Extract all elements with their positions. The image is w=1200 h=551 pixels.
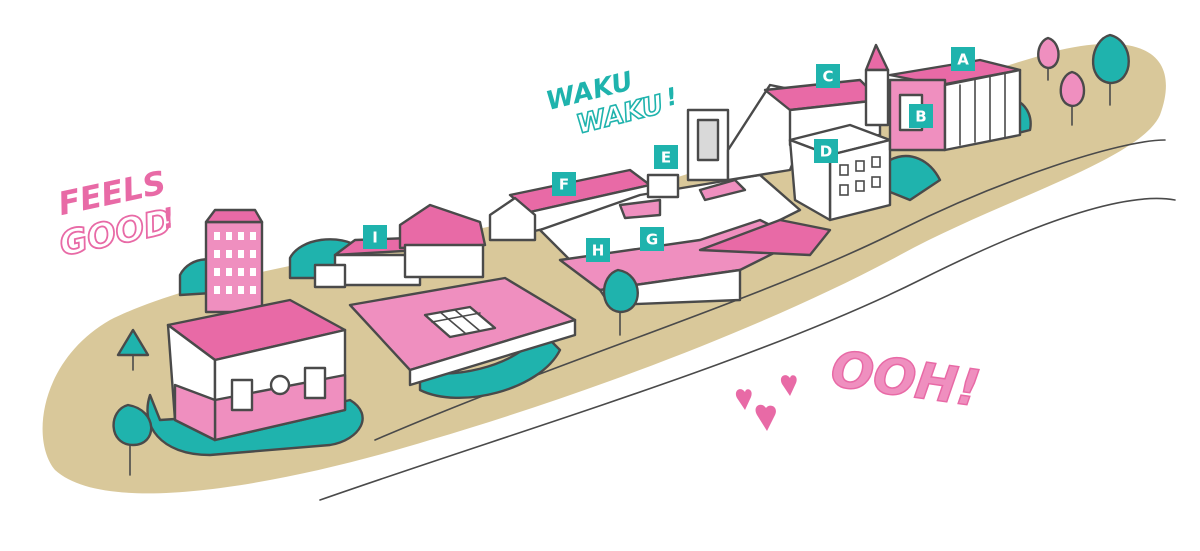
heart-icon [735,375,797,431]
marker-b[interactable]: B [909,104,933,128]
marker-label: C [822,68,833,86]
building-d [788,123,892,222]
marker-c[interactable]: C [816,64,840,88]
marker-box [586,238,610,262]
marker-box [816,64,840,88]
marker-box [909,104,933,128]
marker-label: A [957,51,969,69]
sports-field [348,276,577,387]
marker-h[interactable]: H [586,238,610,262]
marker-box [814,139,838,163]
tree-icon [112,33,1130,476]
location-markers: A B C D E F G H I [363,47,975,262]
marker-label: I [372,229,378,247]
marker-box [951,47,975,71]
ooh-text: OOH! [828,340,984,418]
marker-box [640,227,664,251]
tower-building [204,208,264,314]
marker-box [552,172,576,196]
marker-label: F [559,176,569,194]
waku-waku-text: WAKU WAKU ! [543,66,680,141]
marker-i[interactable]: I [363,225,387,249]
marker-label: B [915,108,926,126]
waku-exclamation: ! [663,82,680,112]
marker-g[interactable]: G [640,227,664,251]
clock-tower [686,83,822,182]
building-a-b [888,58,1022,152]
main-hall-building [166,298,347,442]
building-i [313,203,487,289]
ooh-text-group: OOH! [827,339,985,419]
marker-d[interactable]: D [814,139,838,163]
feels-good-text: FEELS GOOD ! [55,163,178,265]
marker-a[interactable]: A [951,47,975,71]
marker-label: D [820,143,832,161]
marker-label: E [661,149,671,167]
marker-box [654,145,678,169]
marker-e[interactable]: E [654,145,678,169]
marker-box [363,225,387,249]
marker-f[interactable]: F [552,172,576,196]
marker-label: H [592,242,605,260]
road-line-lower [319,197,1176,501]
marker-label: G [646,231,658,249]
